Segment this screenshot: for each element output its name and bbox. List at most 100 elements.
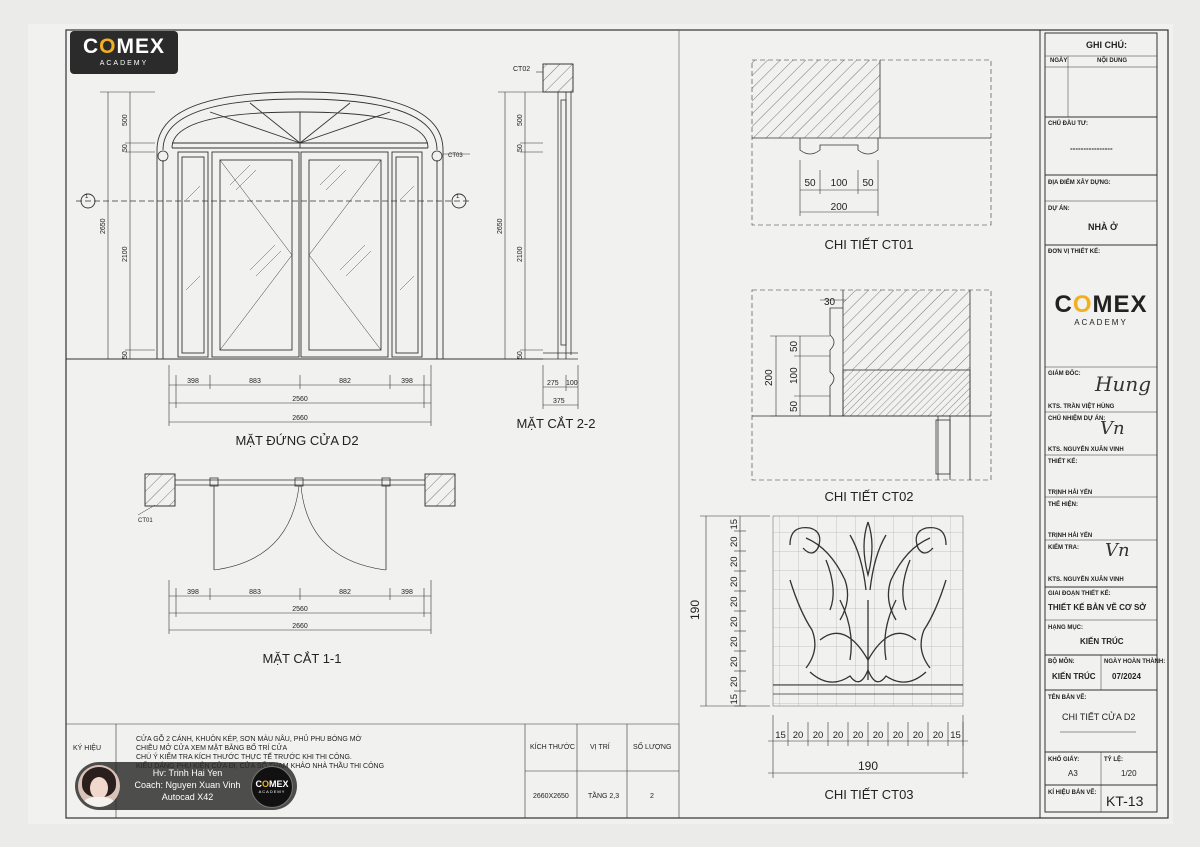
s11-wdim-4: 398 xyxy=(401,589,413,596)
ct03-vdim-9: 15 xyxy=(729,694,740,705)
comex-badge-logo: COMEX ACADEMY xyxy=(251,766,293,808)
project-label: DỰ ÁN: xyxy=(1048,206,1070,212)
section-11 xyxy=(144,473,456,571)
s11-wdim-1: 398 xyxy=(187,589,199,596)
section-mark-right: 1 xyxy=(456,194,460,200)
director-signature: Hung xyxy=(1095,372,1152,396)
check-label: KIỂM TRA: xyxy=(1048,545,1079,551)
category-label: HẠNG MỤC: xyxy=(1048,625,1083,631)
s22-wdim-275: 275 xyxy=(547,380,559,387)
elevation-v-dims xyxy=(100,91,155,360)
code-label: KÍ HIỆU BẢN VẼ: xyxy=(1048,790,1097,796)
title-block xyxy=(1044,32,1158,813)
elev-wdim-total: 2660 xyxy=(292,415,308,422)
lead-label: CHỦ NHIỆM DỰ ÁN: xyxy=(1048,416,1106,422)
sheet-name-label: TÊN BẢN VẼ: xyxy=(1048,695,1087,701)
s22-vdim-2100: 2100 xyxy=(517,246,524,262)
col-date: NGÀY xyxy=(1050,58,1068,64)
director-name: KTS. TRẦN VIỆT HÙNG xyxy=(1048,404,1115,410)
ct02-vdim-1: 50 xyxy=(789,340,800,352)
investor-label: CHỦ ĐẦU TƯ: xyxy=(1048,121,1088,127)
course-name: Autocad X42 xyxy=(161,792,214,802)
ct02-dim-top: 30 xyxy=(824,297,836,308)
investor-value: ---------------- xyxy=(1070,144,1113,153)
elevation-title: MẶT ĐỨNG CỬA D2 xyxy=(235,433,358,448)
ct03-title: CHI TIẾT CT03 xyxy=(824,787,913,802)
qty-value: 2 xyxy=(650,793,654,800)
director-label: GIÁM ĐỐC: xyxy=(1048,371,1081,377)
elev-vdim-2100: 2100 xyxy=(122,246,129,262)
design-label: THIẾT KẾ: xyxy=(1048,459,1078,465)
lead-name: KTS. NGUYỄN XUÂN VINH xyxy=(1048,447,1124,453)
ct03-vdim-total: 190 xyxy=(688,600,702,620)
code-value: KT-13 xyxy=(1106,793,1144,809)
s22-vdim-50b: 50 xyxy=(517,351,524,359)
location-label: ĐỊA ĐIỂM XÂY DỰNG: xyxy=(1048,180,1111,186)
ct03-vdim-0: 15 xyxy=(729,519,740,530)
ct01-title: CHI TIẾT CT01 xyxy=(824,237,913,252)
check-signature: Vn xyxy=(1105,540,1130,561)
ct03-hdim-6: 20 xyxy=(893,730,904,741)
category-value: KIẾN TRÚC xyxy=(1080,637,1124,646)
ct02-title: CHI TIẾT CT02 xyxy=(824,489,913,504)
tag-ct03: CT03 xyxy=(448,153,463,159)
comex-logo: COMEX ACADEMY xyxy=(70,31,178,74)
section11-title: MẶT CẮT 1-1 xyxy=(263,651,342,666)
s11-wdim-inner: 2560 xyxy=(292,606,308,613)
col-content: NỘI DUNG xyxy=(1097,58,1127,64)
sheet-border xyxy=(65,29,1169,819)
ct01-dim-total: 200 xyxy=(831,202,848,213)
student-info: Hv: Trinh Hai Yen Coach: Nguyen Xuan Vin… xyxy=(125,767,250,803)
ct03-hdim-3: 20 xyxy=(833,730,844,741)
elev-wdim-4: 398 xyxy=(401,378,413,385)
notes-label: KÝ HIỆU xyxy=(73,745,102,752)
s11-wdim-total: 2660 xyxy=(292,623,308,630)
s11-wdim-2: 883 xyxy=(249,589,261,596)
ct03-vdim-5: 20 xyxy=(729,616,740,627)
elev-wdim-3: 882 xyxy=(339,378,351,385)
notes-head: GHI CHÚ: xyxy=(1086,40,1127,50)
scale-value: 1/20 xyxy=(1121,769,1137,778)
draw-label: THỂ HIỆN: xyxy=(1048,502,1078,508)
s22-wdim-total: 375 xyxy=(553,398,565,405)
s22-vdim-50a: 50 xyxy=(517,144,524,152)
dept-value: KIẾN TRÚC xyxy=(1052,672,1096,681)
ct01-dim-3: 50 xyxy=(862,178,874,189)
ct03-hdim-9: 15 xyxy=(950,730,961,741)
notes-line-2: CHIỀU MỞ CỬA XEM MẶT BẰNG BỐ TRÍ CỬA xyxy=(136,745,288,752)
s22-vdim-total: 2650 xyxy=(497,218,504,234)
student-name: Hv: Trinh Hai Yen xyxy=(152,768,223,778)
dept-label: BỘ MÔN: xyxy=(1048,659,1075,665)
section-mark-left: 1 xyxy=(85,194,89,200)
elev-vdim-50b: 50 xyxy=(122,351,129,359)
design-name: TRỊNH HẢI YẾN xyxy=(1048,490,1093,496)
ct01-dim-1: 50 xyxy=(804,178,816,189)
s22-vdim-500: 500 xyxy=(517,114,524,126)
date-value: 07/2024 xyxy=(1112,672,1141,681)
ct03-hdim-8: 20 xyxy=(933,730,944,741)
col-size: KÍCH THƯỚC xyxy=(530,744,575,751)
pos-value: TẦNG 2,3 xyxy=(588,793,620,800)
ct03-hdim-5: 20 xyxy=(873,730,884,741)
door-elevation xyxy=(66,91,543,360)
ct03-vdim-8: 20 xyxy=(729,676,740,687)
stage-label: GIAI ĐOẠN THIẾT KẾ: xyxy=(1048,591,1111,597)
ct03-vdim-7: 20 xyxy=(729,656,740,667)
elev-vdim-total: 2650 xyxy=(100,218,107,234)
notes-line-1: CỬA GỖ 2 CÁNH, KHUÔN KÉP, SƠN MÀU NÂU, P… xyxy=(136,736,362,743)
ct03-hdim-7: 20 xyxy=(913,730,924,741)
ct03-hdim-2: 20 xyxy=(813,730,824,741)
ct03-vdim-4: 20 xyxy=(729,596,740,607)
ct03-vdim-1: 20 xyxy=(729,536,740,547)
elev-wdim-1: 398 xyxy=(187,378,199,385)
detail-ct03 xyxy=(700,515,968,778)
coach-name: Coach: Nguyen Xuan Vinh xyxy=(134,780,241,790)
ct03-vdim-2: 20 xyxy=(729,556,740,567)
paper-value: A3 xyxy=(1068,769,1078,778)
tag-ct02: CT02 xyxy=(513,66,530,73)
project-value: NHÀ Ở xyxy=(1088,222,1118,232)
ct03-hdim-4: 20 xyxy=(853,730,864,741)
elev-wdim-2: 883 xyxy=(249,378,261,385)
section-22 xyxy=(542,63,578,360)
student-badge: Hv: Trinh Hai Yen Coach: Nguyen Xuan Vin… xyxy=(75,762,297,810)
